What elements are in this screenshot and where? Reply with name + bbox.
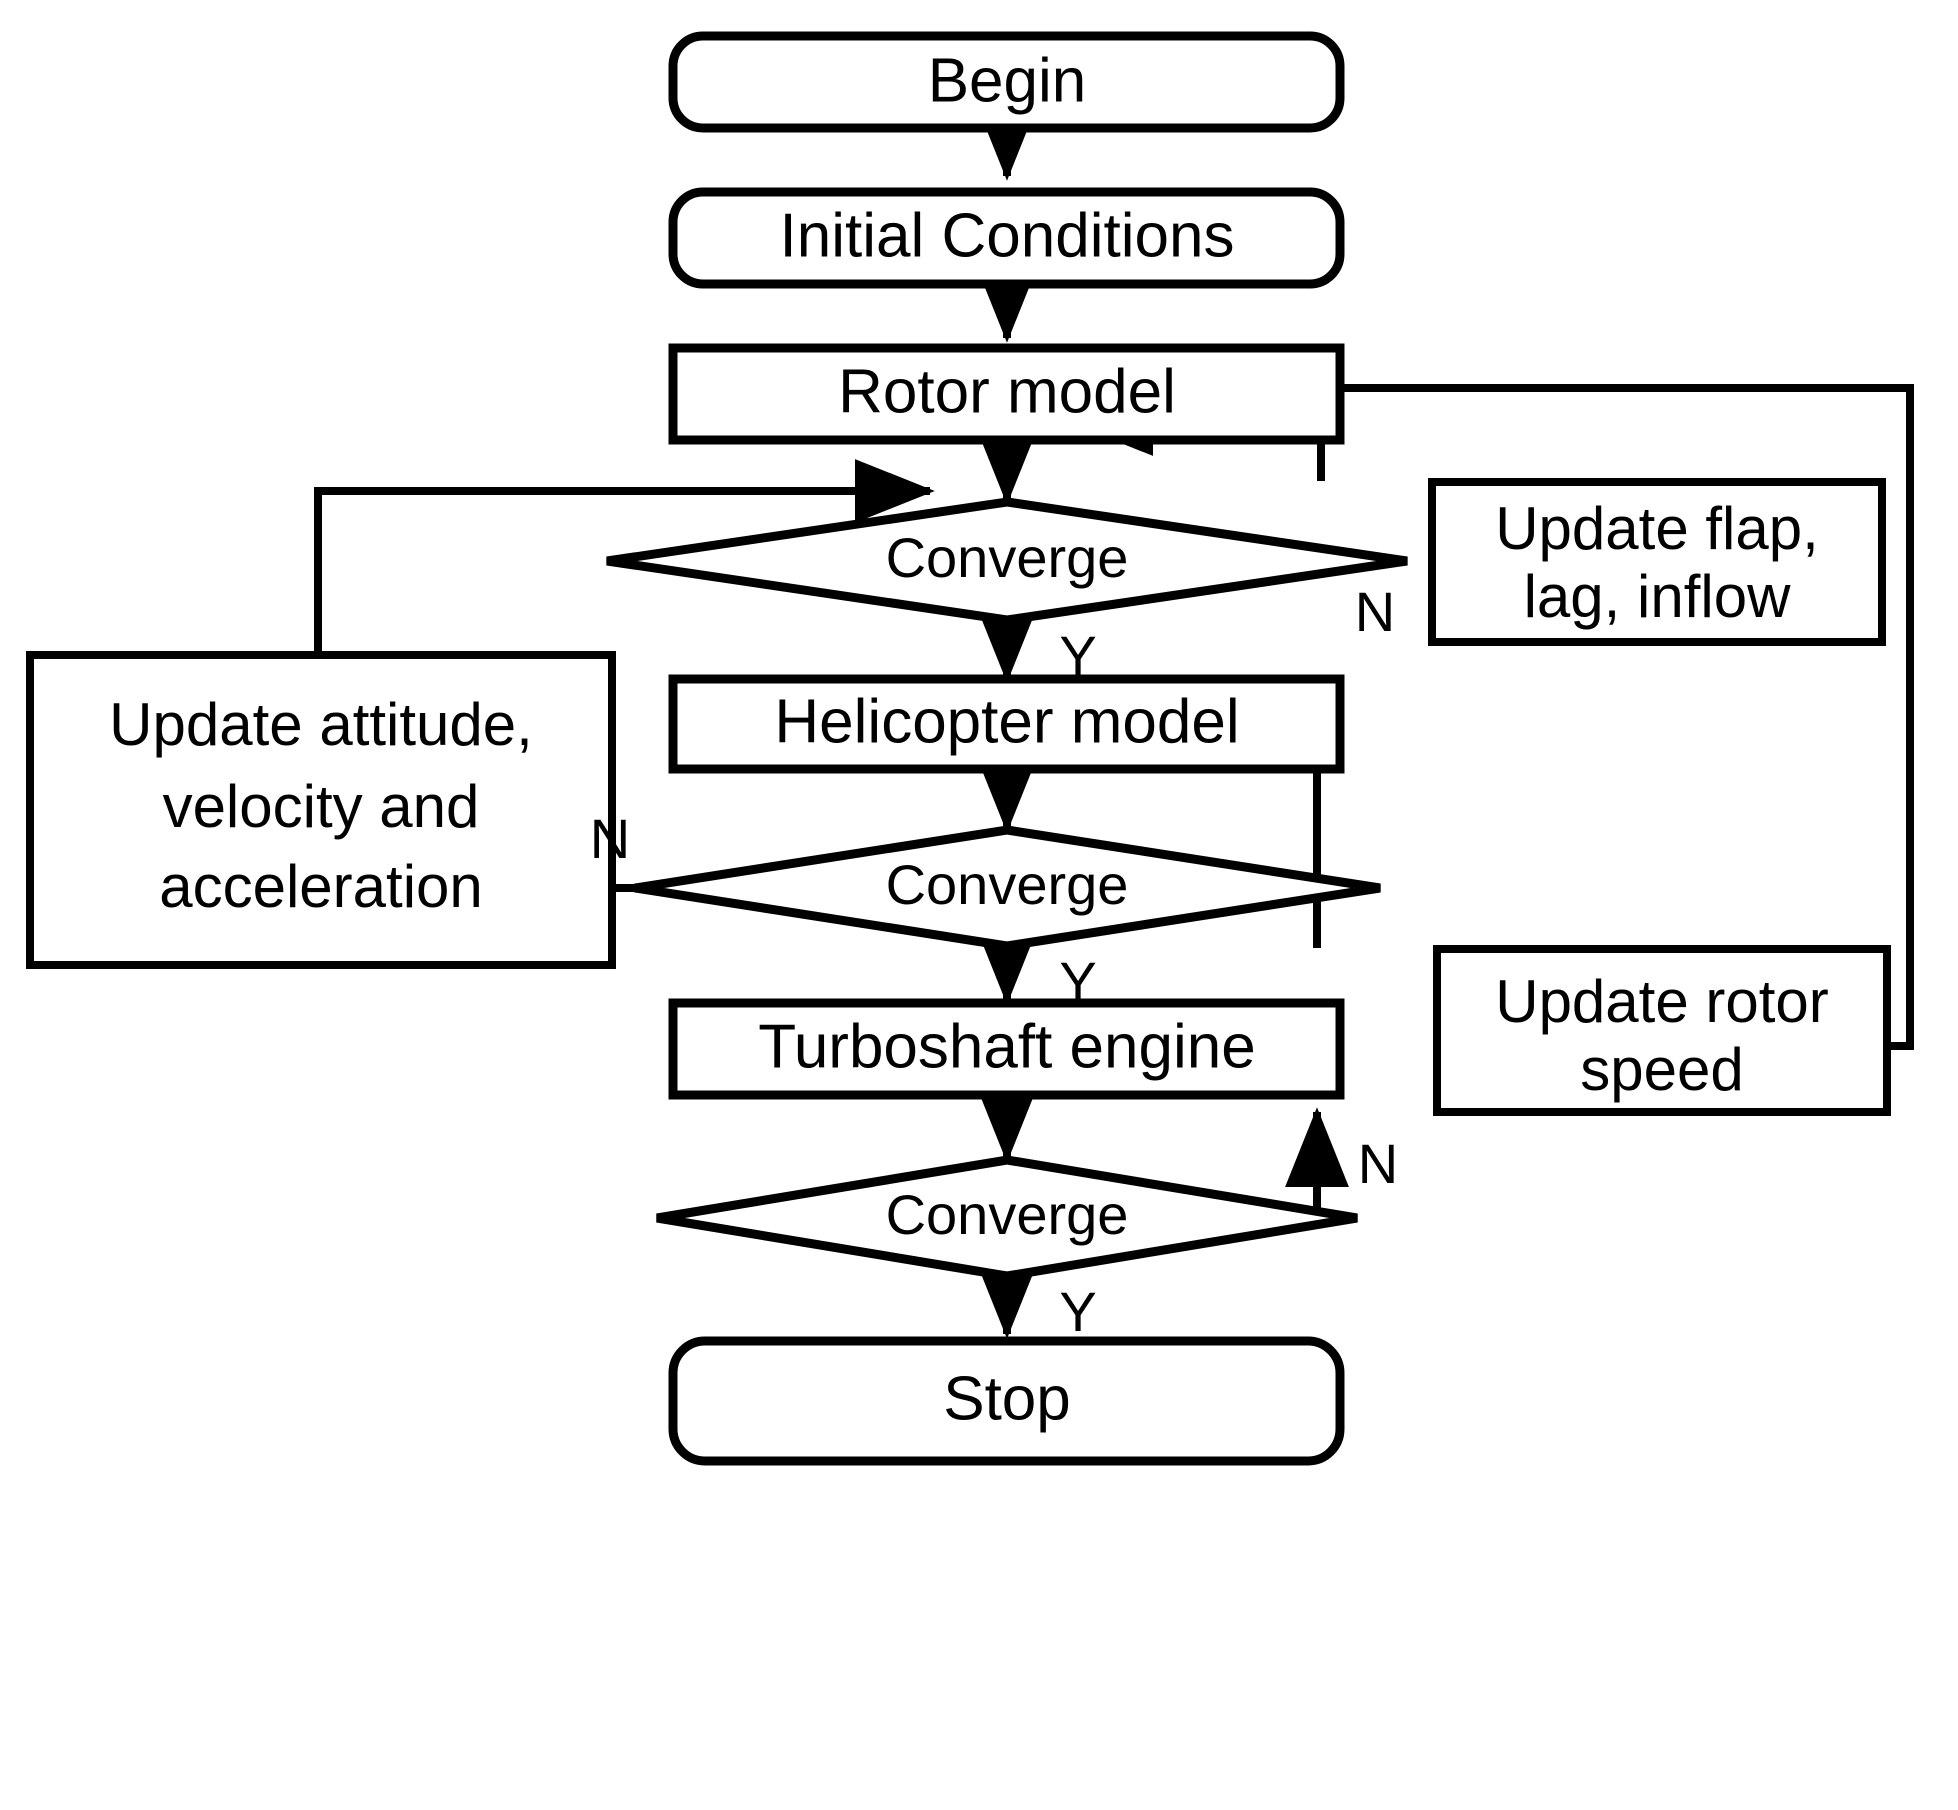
converge-engine-label: Converge bbox=[886, 1183, 1129, 1246]
rotor-model-label: Rotor model bbox=[838, 357, 1176, 426]
converge-rotor-label: Converge bbox=[886, 526, 1129, 589]
node-initial-conditions[interactable]: Initial Conditions bbox=[668, 187, 1345, 289]
update-flap-shape bbox=[1428, 478, 1886, 646]
update-attitude-label-line2: velocity and bbox=[163, 773, 480, 840]
edge-label-engine-yes: Y bbox=[1059, 1280, 1096, 1343]
node-turboshaft-engine[interactable]: Turboshaft engine bbox=[668, 998, 1345, 1100]
update-flap-label-line2: lag, inflow bbox=[1524, 563, 1791, 630]
initial-conditions-label: Initial Conditions bbox=[780, 201, 1235, 270]
edge-label-heli-no: N bbox=[590, 807, 630, 870]
converge-engine-shape bbox=[656, 1155, 1358, 1281]
update-attitude-shape bbox=[26, 651, 616, 969]
node-update-rotor-speed[interactable]: Update rotor speed bbox=[1433, 945, 1891, 1116]
converge-helicopter-label: Converge bbox=[886, 853, 1129, 916]
update-attitude-label-line1: Update attitude, bbox=[109, 691, 533, 758]
converge-helicopter-shape bbox=[634, 825, 1381, 951]
update-rotor-speed-label-line1: Update rotor bbox=[1495, 968, 1829, 1035]
turboshaft-engine-shape bbox=[668, 998, 1345, 1100]
node-stop[interactable]: Stop bbox=[668, 1336, 1345, 1466]
update-flap-label-line1: Update flap, bbox=[1495, 495, 1819, 562]
stop-shape bbox=[668, 1336, 1345, 1466]
turboshaft-engine-label: Turboshaft engine bbox=[758, 1012, 1255, 1081]
update-rotor-speed-label-line2: speed bbox=[1580, 1036, 1743, 1103]
begin-shape bbox=[668, 31, 1345, 133]
node-converge-engine[interactable]: Converge bbox=[656, 1155, 1358, 1281]
node-update-attitude[interactable]: Update attitude, velocity and accelerati… bbox=[26, 651, 616, 969]
node-helicopter-model[interactable]: Helicopter model bbox=[668, 674, 1345, 774]
node-begin[interactable]: Begin bbox=[668, 31, 1345, 133]
edge-updateattitude-to-rotor bbox=[314, 459, 935, 656]
node-rotor-model[interactable]: Rotor model bbox=[668, 343, 1345, 445]
converge-rotor-shape bbox=[606, 497, 1408, 625]
helicopter-model-shape bbox=[668, 674, 1345, 774]
update-rotor-speed-shape bbox=[1433, 945, 1891, 1116]
helicopter-model-label: Helicopter model bbox=[774, 687, 1239, 756]
edge-label-engine-no: N bbox=[1358, 1132, 1398, 1195]
node-update-flap[interactable]: Update flap, lag, inflow bbox=[1428, 478, 1886, 646]
stop-label: Stop bbox=[943, 1364, 1071, 1433]
update-attitude-label-line3: acceleration bbox=[159, 853, 483, 920]
rotor-model-shape bbox=[668, 343, 1345, 445]
begin-label: Begin bbox=[928, 46, 1087, 115]
initial-conditions-shape bbox=[668, 187, 1345, 289]
node-converge-rotor[interactable]: Converge bbox=[606, 497, 1408, 625]
node-converge-helicopter[interactable]: Converge bbox=[634, 825, 1381, 951]
edge-label-rotor-no: N bbox=[1355, 580, 1395, 643]
